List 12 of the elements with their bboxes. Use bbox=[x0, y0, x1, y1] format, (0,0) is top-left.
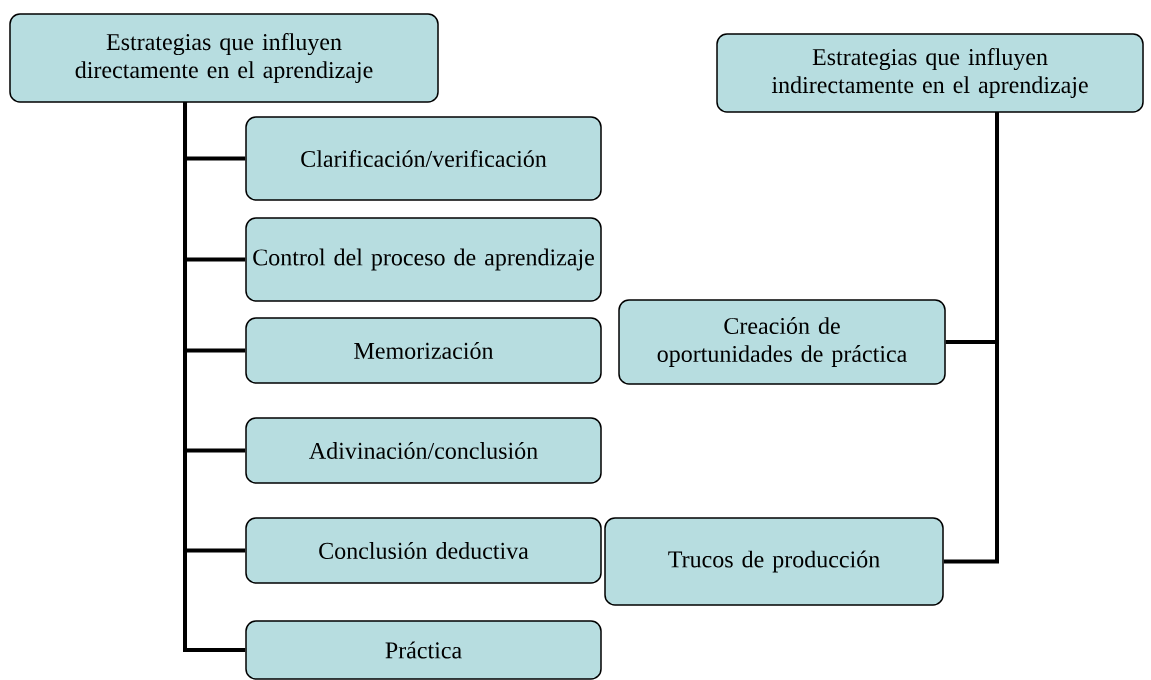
strategy-box: Estrategias que influyen indirectamente en el aprendizaje bbox=[716, 33, 1144, 113]
strategy-box: Control del proceso de aprendizaje bbox=[245, 217, 602, 302]
strategy-box: Trucos de producción bbox=[604, 517, 944, 606]
strategy-box: Clarificación/verificación bbox=[245, 116, 602, 201]
strategy-box: Creación de oportunidades de práctica bbox=[618, 299, 946, 385]
strategy-box: Conclusión deductiva bbox=[245, 517, 602, 584]
connector-line bbox=[943, 112, 999, 564]
strategy-box: Estrategias que influyen directamente en el aprendizaje bbox=[9, 13, 439, 103]
strategy-box: Práctica bbox=[245, 620, 602, 680]
strategy-box: Memorización bbox=[245, 317, 602, 384]
connector-line bbox=[183, 102, 246, 652]
strategy-box: Adivinación/conclusión bbox=[245, 417, 602, 484]
